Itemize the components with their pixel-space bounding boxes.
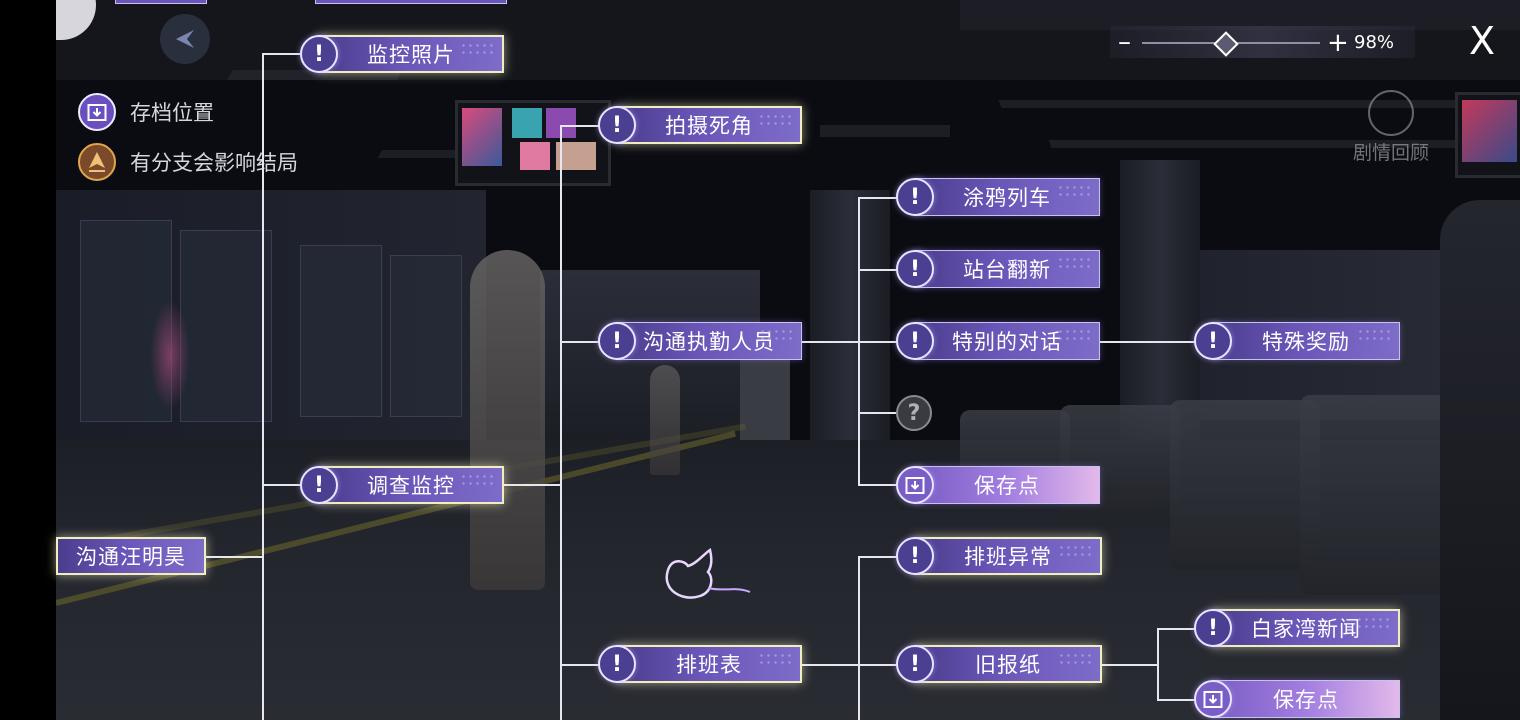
node-tebie-duihua[interactable]: 特别的对话 (914, 322, 1100, 360)
exclamation-icon: ! (1194, 322, 1232, 360)
node-save-point-2[interactable]: 保存点 (1212, 680, 1400, 718)
node-goutong-wangminghao[interactable]: 沟通汪明昊 (56, 537, 206, 575)
exclamation-icon: ! (896, 322, 934, 360)
close-button[interactable]: X (1468, 19, 1496, 63)
cat-mascot-icon (665, 548, 751, 599)
letterbox-left (0, 0, 56, 720)
exclamation-icon: ! (598, 645, 636, 683)
save-point-icon (78, 93, 116, 131)
menu-toggle-partial[interactable] (56, 0, 96, 40)
zoom-in-button[interactable]: + (1327, 28, 1349, 58)
story-review-label: 剧情回顾 (1352, 142, 1429, 164)
save-point-icon (1194, 680, 1232, 718)
story-review-icon (1368, 90, 1414, 136)
node-paishe-sijiao[interactable]: 拍摄死角 (616, 106, 802, 144)
exclamation-icon: ! (300, 466, 338, 504)
node-paibanbiao[interactable]: 排班表 (616, 645, 802, 683)
node-jiu-baozhi[interactable]: 旧报纸 (914, 645, 1102, 683)
legend-save-label: 存档位置 (130, 101, 214, 125)
node-zhantai-fanxin[interactable]: 站台翻新 (914, 250, 1100, 288)
node-jiankong-zhaopian[interactable]: 监控照片 (318, 35, 504, 73)
legend-save-position: 存档位置 (78, 93, 214, 131)
node-tuya-lieche[interactable]: 涂鸦列车 (914, 178, 1100, 216)
back-button[interactable] (160, 14, 210, 64)
exclamation-icon: ! (896, 645, 934, 683)
exclamation-icon: ! (896, 537, 934, 575)
legend-branch-label: 有分支会影响结局 (130, 151, 298, 175)
node-save-point[interactable]: 保存点 (914, 466, 1100, 504)
exclamation-icon: ! (598, 322, 636, 360)
legend-branch: 有分支会影响结局 (78, 143, 298, 181)
node-diaocha-jiankong[interactable]: 调查监控 (318, 466, 504, 504)
locked-node-question-icon[interactable]: ? (896, 395, 932, 431)
exclamation-icon: ! (896, 250, 934, 288)
back-arrow-icon (176, 30, 194, 48)
offscreen-node-partial-2 (315, 0, 507, 4)
exclamation-icon: ! (1194, 609, 1232, 647)
node-baijiawan-xinwen[interactable]: 白家湾新闻 (1212, 609, 1400, 647)
zoom-level: 98% (1354, 32, 1395, 53)
node-goutong-zhiqin[interactable]: 沟通执勤人员 (616, 322, 802, 360)
exclamation-icon: ! (300, 35, 338, 73)
save-point-icon (896, 466, 934, 504)
exclamation-icon: ! (598, 106, 636, 144)
node-teshu-jiangli[interactable]: 特殊奖励 (1212, 322, 1400, 360)
offscreen-node-partial (115, 0, 207, 4)
story-review-button[interactable]: 剧情回顾 (1346, 90, 1436, 165)
node-paiban-yichang[interactable]: 排班异常 (914, 537, 1102, 575)
branch-ending-icon (78, 143, 116, 181)
zoom-out-button[interactable]: – (1118, 27, 1131, 57)
exclamation-icon: ! (896, 178, 934, 216)
